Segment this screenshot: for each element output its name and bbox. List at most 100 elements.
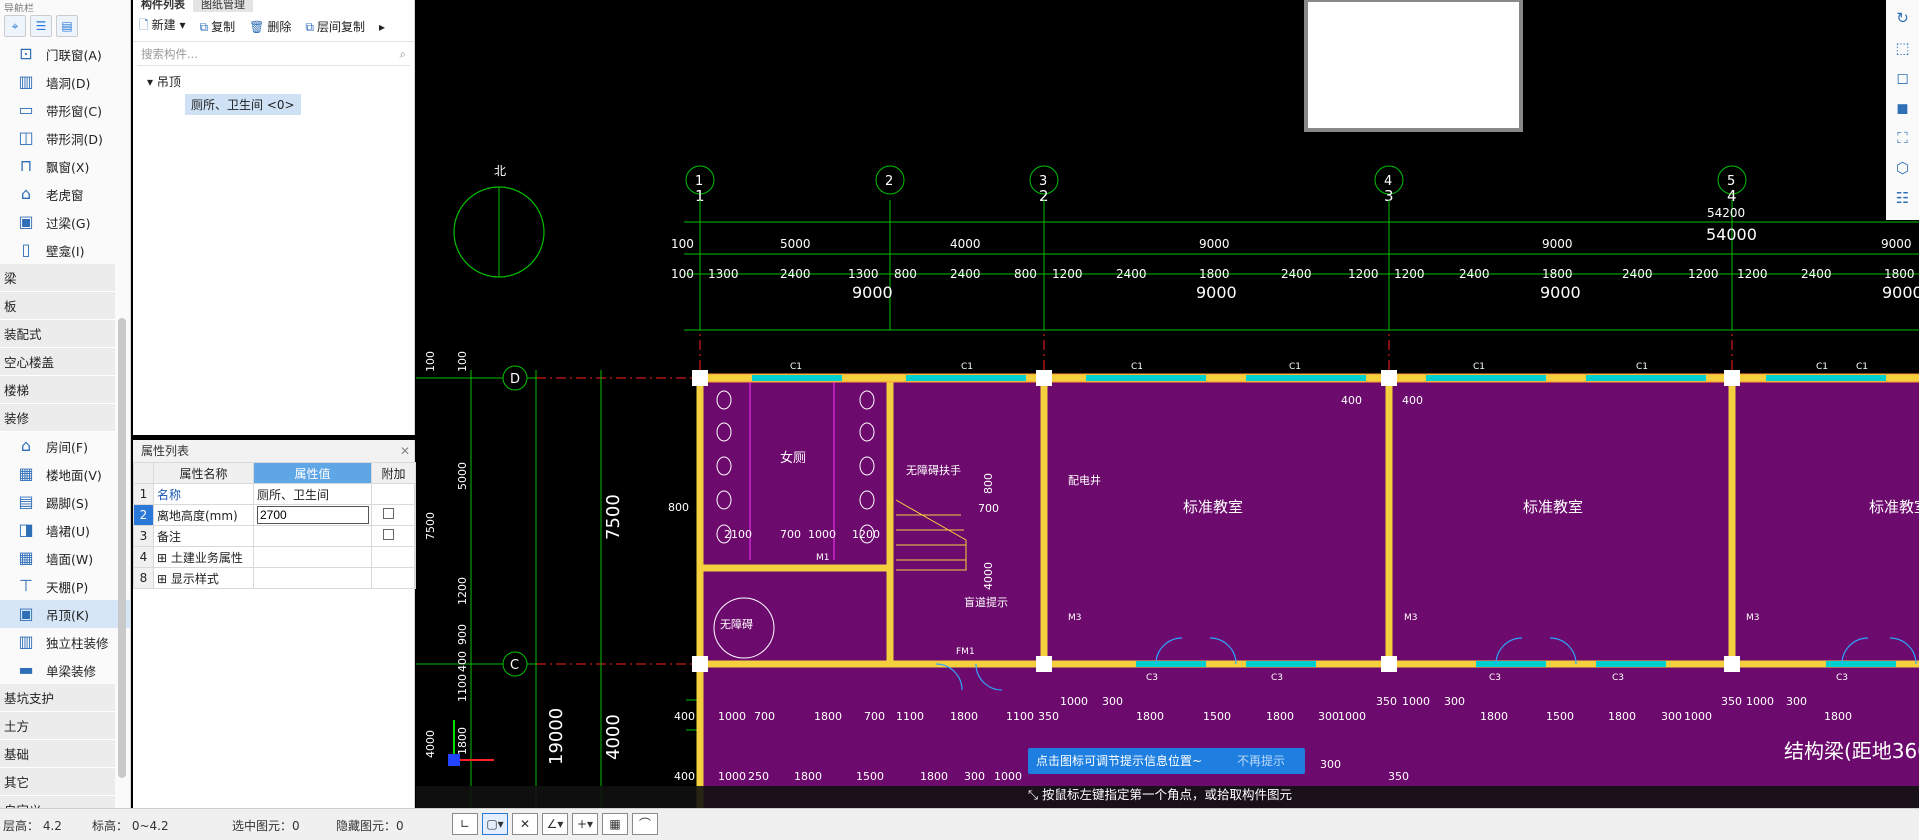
svg-text:300: 300 xyxy=(1444,695,1465,708)
height-input[interactable] xyxy=(257,506,369,524)
nav-item-bay-window[interactable]: ⊓飘窗(X) xyxy=(0,152,130,180)
nav-item-dormer[interactable]: ⌂老虎窗 xyxy=(0,180,130,208)
tab-drawing-management[interactable]: 图纸管理 xyxy=(193,0,253,12)
list-icon[interactable]: ☰ xyxy=(30,15,52,37)
expand-icon[interactable]: ⊞ xyxy=(157,571,168,586)
trash-icon: 🗑 xyxy=(249,20,265,34)
svg-text:M1: M1 xyxy=(816,553,830,563)
cross-icon[interactable]: ✕ xyxy=(512,813,538,835)
search-icon[interactable]: ⌕ xyxy=(399,47,406,61)
nav-item-dado[interactable]: ◨墙裙(U) xyxy=(0,516,130,544)
attach-checkbox[interactable] xyxy=(383,508,394,519)
tree-node-ceiling[interactable]: ▾ 吊顶 xyxy=(147,75,181,89)
rect-select-icon[interactable]: ▢▾ xyxy=(482,813,508,835)
nav-item-wall-hole[interactable]: ▥墙洞(D) xyxy=(0,68,130,96)
detail-icon[interactable]: ▤ xyxy=(56,15,78,37)
floor-copy-button[interactable]: ⧉层间复制 xyxy=(305,20,365,34)
new-button[interactable]: 🗋新建 ▾ xyxy=(139,18,186,32)
rotate-icon[interactable]: ↻ xyxy=(1896,9,1909,27)
svg-text:300: 300 xyxy=(1786,695,1807,708)
svg-text:19000: 19000 xyxy=(546,708,567,765)
attach-checkbox[interactable] xyxy=(383,529,394,540)
table-row[interactable]: 8⊞ 显示样式 xyxy=(133,567,416,589)
drawing-canvas[interactable]: 北 1 2 3 4 5 1 2 3 4 100 5000 4000 9000 9… xyxy=(416,0,1919,808)
component-search-input[interactable]: 搜索构件... ⌕ xyxy=(137,44,410,66)
zoom-extents-icon[interactable]: ⛶ xyxy=(1897,129,1908,147)
svg-text:2400: 2400 xyxy=(1116,267,1147,281)
svg-text:800: 800 xyxy=(982,473,995,494)
nav-cat-decoration[interactable]: 装修 xyxy=(0,404,115,432)
table-row[interactable]: 4⊞ 土建业务属性 xyxy=(133,546,416,568)
selected-count: 选中图元：0 xyxy=(232,819,300,833)
nav-cat-foundation[interactable]: 基础 xyxy=(0,740,115,768)
nav-item-niche[interactable]: ▯壁龛(I) xyxy=(0,236,130,264)
nav-cat-other[interactable]: 其它 xyxy=(0,768,115,796)
svg-text:标准教室: 标准教室 xyxy=(1869,498,1919,516)
svg-text:C1: C1 xyxy=(1816,362,1828,372)
nav-item-ceiling[interactable]: ⊤天棚(P) xyxy=(0,572,130,600)
settings-list-icon[interactable]: ☷ xyxy=(1895,189,1910,207)
nav-item-skirting[interactable]: ▤踢脚(S) xyxy=(0,488,130,516)
svg-text:M3: M3 xyxy=(1746,613,1760,623)
svg-text:1000: 1000 xyxy=(1402,695,1430,708)
delete-button[interactable]: 🗑删除 xyxy=(249,20,292,34)
more-icon[interactable]: ▸ xyxy=(378,19,385,34)
copy-button[interactable]: ⧉复制 xyxy=(199,20,236,34)
nav-item-strip-window[interactable]: ▭带形窗(C) xyxy=(0,96,130,124)
doors xyxy=(935,637,1917,691)
nav-item-door-window[interactable]: ⊡门联窗(A) xyxy=(0,40,130,68)
nav-item-beam-finish[interactable]: ▬单梁装修 xyxy=(0,656,130,684)
arc-icon[interactable]: ⌒ xyxy=(632,813,658,835)
grid-icon[interactable]: ▦ xyxy=(602,813,628,835)
nav-cat-slab[interactable]: 板 xyxy=(0,292,115,320)
svg-text:1800: 1800 xyxy=(1480,710,1508,723)
svg-text:4000: 4000 xyxy=(950,237,981,251)
nav-item-column-finish[interactable]: ▥独立柱装修 xyxy=(0,628,130,656)
3d-view-icon[interactable]: ⬚ xyxy=(1895,39,1910,57)
nav-item-room[interactable]: ⌂房间(F) xyxy=(0,432,130,460)
dimension-icon[interactable]: +▾ xyxy=(572,813,598,835)
second-dims: 100 1300 2400 1300 800 2400 800 1200 240… xyxy=(671,267,1915,281)
svg-text:400: 400 xyxy=(674,710,695,723)
pin-icon[interactable]: ⌖ xyxy=(4,15,26,37)
tree-node-toilet[interactable]: 厕所、卫生间 <0> xyxy=(185,94,301,115)
component-tabs: 构件列表 图纸管理 xyxy=(133,0,414,12)
nav-cat-beam[interactable]: 梁 xyxy=(0,264,115,292)
expand-icon[interactable]: ⊞ xyxy=(157,550,168,565)
tip-banner[interactable]: 点击图标可调节提示信息位置~不再提示 xyxy=(1028,748,1305,774)
nav-item-floor[interactable]: ▦楼地面(V) xyxy=(0,460,130,488)
nav-item-wall-surface[interactable]: ▦墙面(W) xyxy=(0,544,130,572)
svg-text:400: 400 xyxy=(674,770,695,783)
svg-text:1100: 1100 xyxy=(1006,710,1034,723)
svg-text:1000: 1000 xyxy=(718,710,746,723)
layer-icon[interactable]: ⬡ xyxy=(1895,159,1910,177)
close-icon[interactable]: ✕ xyxy=(399,444,410,458)
nav-cat-stairs[interactable]: 楼梯 xyxy=(0,376,115,404)
side-dims: 100 100 5000 7500 1200 900 400 1100 1800… xyxy=(424,351,469,758)
svg-text:1000: 1000 xyxy=(1060,695,1088,708)
ortho-icon[interactable]: ∟ xyxy=(452,813,478,835)
axis-bubble: 2 xyxy=(875,165,905,195)
svg-text:800: 800 xyxy=(668,501,689,514)
nav-item-strip-hole[interactable]: ◫带形洞(D) xyxy=(0,124,130,152)
axis-label: 1 xyxy=(695,187,705,205)
cube-shaded-icon[interactable]: ◼ xyxy=(1896,99,1909,117)
nav-scrollbar[interactable] xyxy=(118,318,126,778)
angle-icon[interactable]: ∠▾ xyxy=(542,813,568,835)
nav-item-lintel[interactable]: ▣过梁(G) xyxy=(0,208,130,236)
nav-cat-excavation[interactable]: 基坑支护 xyxy=(0,684,115,712)
nav-item-suspended-ceiling[interactable]: ▣吊顶(K) xyxy=(0,600,130,628)
nav-cat-prefab[interactable]: 装配式 xyxy=(0,320,115,348)
nav-cat-earthwork[interactable]: 土方 xyxy=(0,712,115,740)
tab-component-list[interactable]: 构件列表 xyxy=(133,0,193,12)
axis-label: 2 xyxy=(1039,187,1049,205)
dismiss-tip-button[interactable]: 不再提示 xyxy=(1236,754,1285,768)
svg-text:2400: 2400 xyxy=(1622,267,1653,281)
niche-icon: ▯ xyxy=(21,240,31,259)
nav-cat-hollow-floor[interactable]: 空心楼盖 xyxy=(0,348,115,376)
cube-icon[interactable]: ◻ xyxy=(1896,69,1909,87)
collapse-icon[interactable]: ▾ xyxy=(147,75,154,89)
